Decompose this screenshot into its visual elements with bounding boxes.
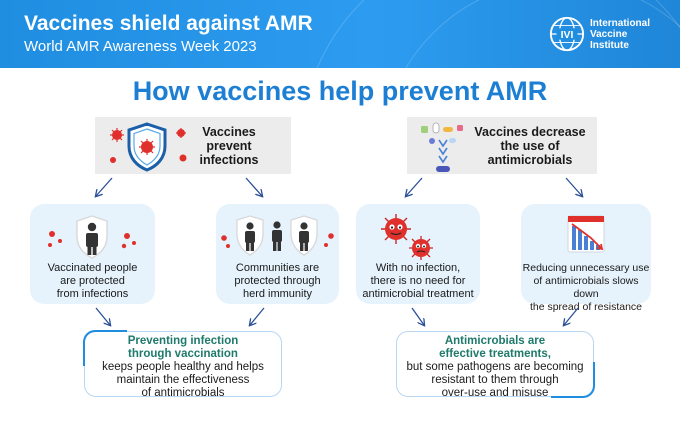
- arrow: [565, 177, 582, 196]
- result-body-line: resistant to them through: [431, 374, 559, 386]
- card-label-line: infections: [199, 153, 259, 167]
- org-name-line: Vaccine: [590, 29, 628, 40]
- organization-logo[interactable]: IVI International Vaccine Institute: [548, 14, 676, 54]
- arrow: [95, 307, 110, 325]
- box-label-line: With no infection,: [375, 262, 461, 274]
- result-body-line: but some pathogens are becoming: [406, 361, 584, 373]
- globe-logo-icon: IVI: [549, 16, 585, 52]
- box-label-line: from infections: [56, 288, 129, 300]
- card-label-line: Vaccines decrease: [474, 125, 586, 139]
- org-name-line: Institute: [590, 40, 629, 51]
- banner-title: Vaccines shield against AMR: [24, 12, 313, 35]
- arrow: [96, 177, 113, 196]
- result-heading-line: through vaccination: [128, 348, 238, 360]
- arrow: [564, 307, 579, 325]
- box-label-line: herd immunity: [242, 288, 313, 300]
- shield-virus-icon: [110, 122, 187, 172]
- card-label-line: Vaccines: [202, 125, 256, 139]
- box-label-line: of antimicrobials slows down: [533, 275, 639, 300]
- box-label-line: protected through: [234, 275, 321, 287]
- box-label-line: there is no need for: [370, 275, 466, 287]
- box-label-line: are protected: [60, 275, 125, 287]
- result-body: but some pathogens are becoming resistan…: [397, 361, 593, 400]
- result-preventing-infection: Preventing infection through vaccination…: [83, 330, 282, 400]
- box-label: Vaccinated people are protected from inf…: [30, 262, 155, 301]
- main-title: How vaccines help prevent AMR: [132, 76, 548, 106]
- header-banner: Vaccines shield against AMR World AMR Aw…: [0, 0, 680, 68]
- box-label: Communities are protected through herd i…: [216, 262, 339, 301]
- banner-subtitle: World AMR Awareness Week 2023: [24, 38, 257, 55]
- result-antimicrobials-effective: Antimicrobials are effective treatments,…: [396, 331, 595, 400]
- result-body-line: of antimicrobials: [141, 387, 225, 399]
- arrow: [411, 307, 424, 325]
- box-label: Reducing unnecessary use of antimicrobia…: [521, 262, 651, 314]
- card-label: Vaccines decrease the use of antimicrobi…: [469, 125, 591, 167]
- box-label-line: Communities are: [235, 262, 320, 274]
- box-no-infection: With no infection, there is no need for …: [356, 204, 480, 304]
- arrow: [406, 177, 423, 196]
- box-label-line: Reducing unnecessary use: [522, 262, 650, 274]
- monster-virus-icon: [381, 214, 433, 260]
- arrow: [250, 307, 265, 325]
- result-body: keeps people healthy and helps maintain …: [85, 361, 281, 400]
- pills-icon: [421, 122, 463, 172]
- card-vaccines-decrease-antimicrobials: Vaccines decrease the use of antimicrobi…: [407, 117, 597, 174]
- corner-accent: [551, 362, 595, 398]
- result-heading: Preventing infection through vaccination: [85, 335, 281, 361]
- result-heading-line: Antimicrobials are: [444, 335, 546, 347]
- card-label-line: prevent: [206, 139, 252, 153]
- box-label-line: Vaccinated people: [47, 262, 138, 274]
- result-heading-line: effective treatments,: [439, 348, 551, 360]
- declining-chart-icon: [567, 215, 605, 253]
- box-label: With no infection, there is no need for …: [356, 262, 480, 301]
- card-label-line: the use of: [500, 139, 560, 153]
- card-vaccines-prevent-infections: Vaccines prevent infections: [95, 117, 291, 174]
- result-body-line: maintain the effectiveness: [116, 374, 250, 386]
- box-communities: Communities are protected through herd i…: [216, 204, 339, 304]
- box-label-line: antimicrobial treatment: [362, 288, 474, 300]
- box-vaccinated-people: Vaccinated people are protected from inf…: [30, 204, 155, 304]
- arrow: [245, 177, 262, 196]
- box-reducing-use: Reducing unnecessary use of antimicrobia…: [521, 204, 651, 313]
- protected-person-icon: [48, 215, 136, 259]
- box-label-line: the spread of resistance: [529, 301, 643, 313]
- result-heading-line: Preventing infection: [127, 335, 239, 347]
- result-body-line: over-use and misuse: [441, 387, 549, 399]
- corner-accent: [83, 330, 127, 366]
- herd-immunity-icon: [221, 215, 334, 256]
- logo-text: IVI: [561, 30, 574, 41]
- result-heading: Antimicrobials are effective treatments,: [397, 335, 593, 361]
- org-name-line: International: [590, 18, 651, 29]
- card-label: Vaccines prevent infections: [195, 125, 263, 167]
- card-label-line: antimicrobials: [487, 153, 573, 167]
- organization-name: International Vaccine Institute: [590, 18, 650, 51]
- result-body-line: keeps people healthy and helps: [102, 361, 264, 373]
